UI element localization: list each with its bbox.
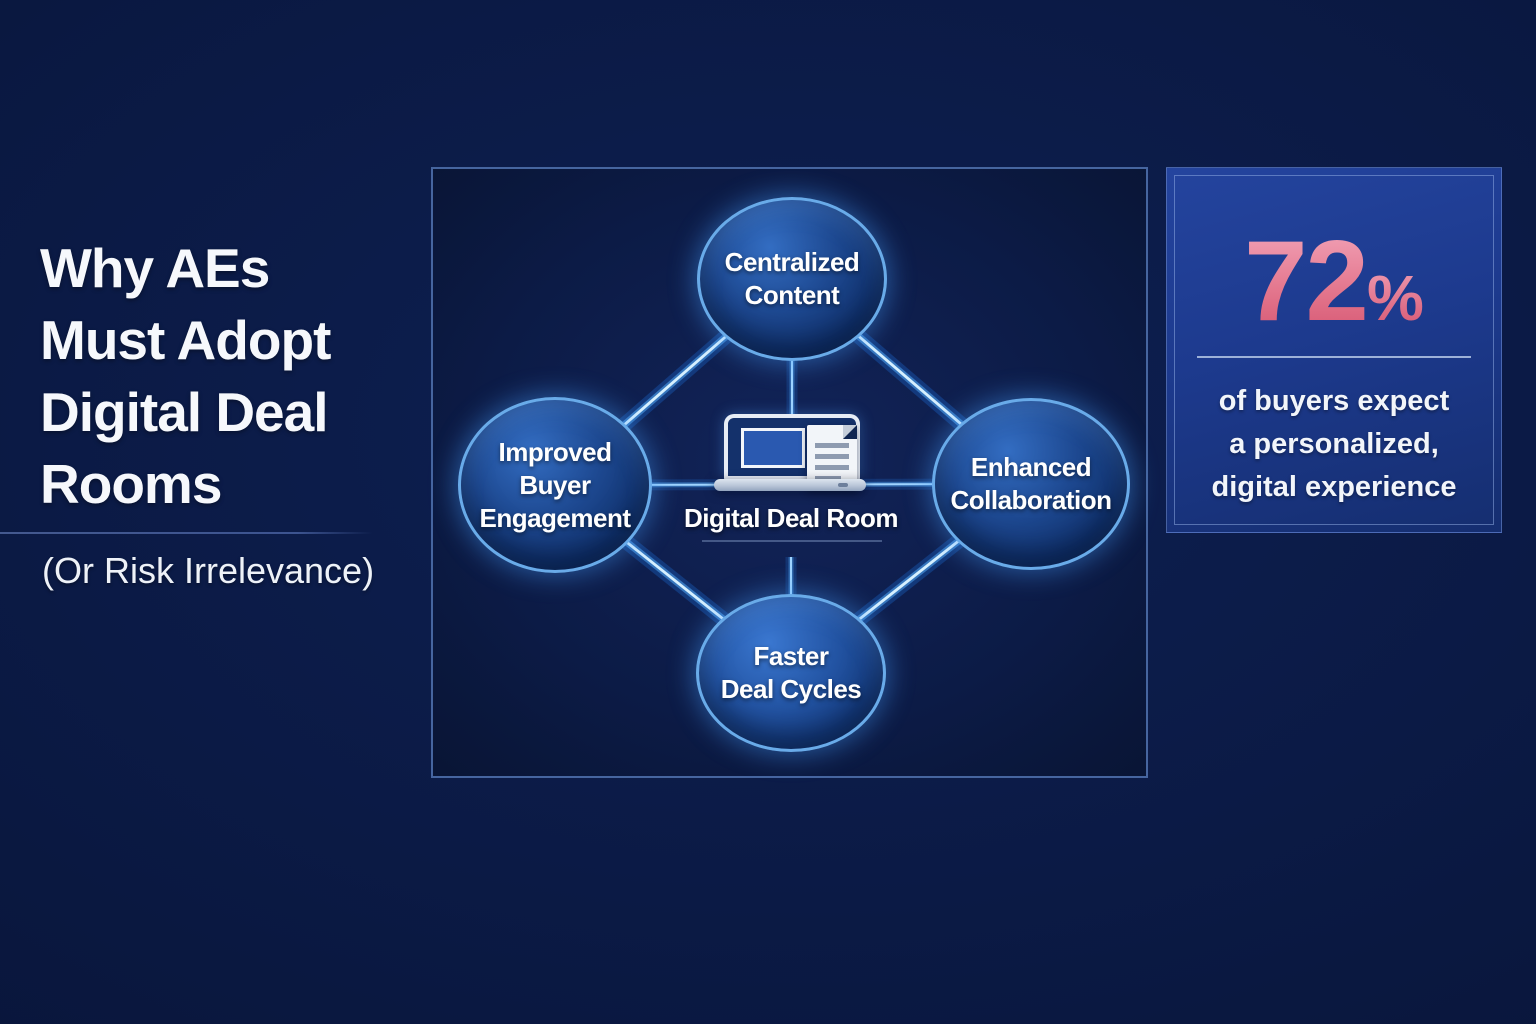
diagram-panel: Centralized Content Improved Buyer Engag… — [431, 167, 1148, 778]
node-centralized-content: Centralized Content — [697, 197, 887, 361]
title-line: Why AEs — [40, 237, 270, 299]
page-title: Why AEs Must Adopt Digital Deal Rooms — [40, 232, 420, 520]
document-text-line — [815, 454, 849, 459]
stat-box: 72% of buyers expect a personalized, dig… — [1166, 167, 1502, 533]
laptop-base-notch — [838, 483, 848, 487]
node-label: Collaboration — [950, 485, 1112, 515]
page-subtitle: (Or Risk Irrelevance) — [42, 550, 375, 591]
node-label: Deal Cycles — [720, 674, 862, 704]
title-line: Rooms — [40, 453, 222, 515]
title-divider — [0, 532, 372, 534]
stat-description: of buyers expect a personalized, digital… — [1167, 380, 1501, 509]
node-label: Engagement — [479, 502, 631, 533]
center-label-underline — [702, 540, 882, 542]
node-enhanced-collaboration: Enhanced Collaboration — [932, 398, 1130, 570]
document-fold-corner — [843, 425, 857, 439]
laptop-screen-icon — [741, 428, 805, 468]
node-label: Content — [744, 280, 840, 310]
node-improved-buyer-engagement: Improved Buyer Engagement — [458, 397, 652, 573]
stat-description-line: a personalized, — [1229, 428, 1439, 460]
node-label: Faster — [753, 641, 829, 671]
node-label: Enhanced — [970, 452, 1092, 482]
center-node-label: Digital Deal Room — [684, 503, 898, 533]
node-label: Centralized — [724, 247, 860, 277]
node-faster-deal-cycles: Faster Deal Cycles — [696, 594, 886, 752]
stat-description-line: digital experience — [1211, 471, 1457, 503]
node-label: Buyer — [519, 469, 591, 500]
title-line: Must Adopt — [40, 309, 331, 371]
stat-description-line: of buyers expect — [1218, 385, 1450, 417]
stat-value: 72 — [1244, 218, 1369, 345]
node-label: Improved — [498, 436, 612, 467]
laptop-base-icon — [714, 479, 866, 491]
document-text-line — [815, 476, 841, 481]
title-line: Digital Deal — [40, 381, 329, 443]
stat-percent-sign: % — [1366, 262, 1424, 334]
stat-value-row: 72% — [1167, 216, 1501, 347]
stat-divider — [1197, 356, 1471, 358]
document-text-line — [815, 465, 849, 470]
document-text-line — [815, 443, 849, 448]
